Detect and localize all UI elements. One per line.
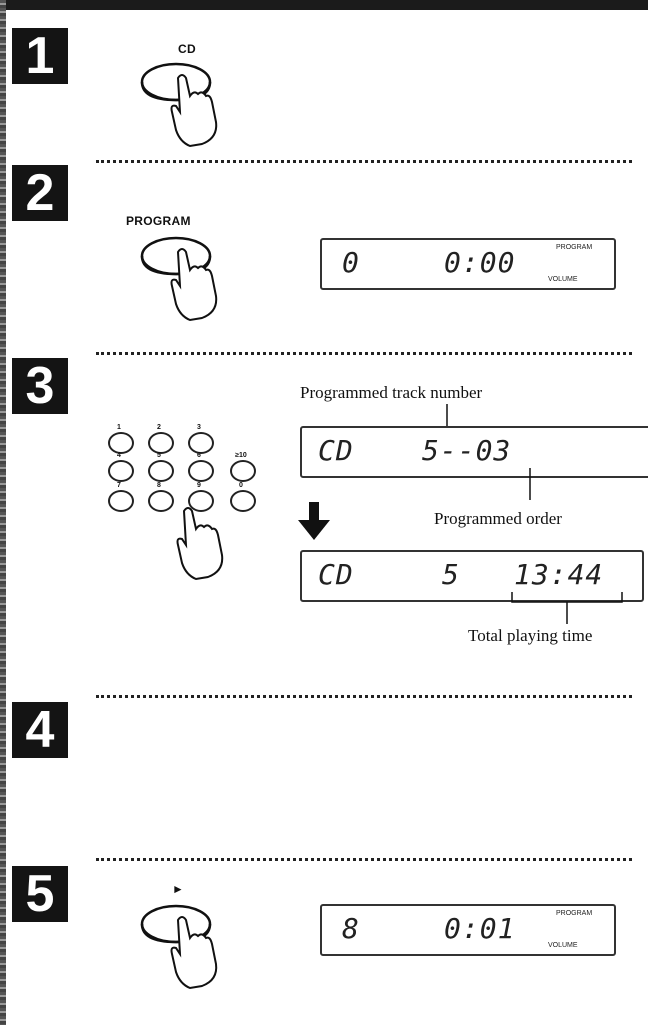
display-source: CD: [318, 434, 354, 467]
key-7[interactable]: [108, 490, 134, 512]
pressing-hand-icon: [170, 916, 218, 990]
key-1[interactable]: [108, 432, 134, 454]
key-label: 2: [157, 424, 161, 431]
step-1-number: 1: [12, 28, 68, 84]
key-label: 3: [197, 424, 201, 431]
key-6[interactable]: [188, 460, 214, 482]
program-button-label: PROGRAM: [126, 214, 191, 228]
play-button[interactable]: [138, 898, 234, 990]
separator: [96, 695, 632, 698]
key-label: 5: [157, 452, 161, 459]
caption-total-playing-time: Total playing time: [468, 626, 593, 645]
key-10-plus[interactable]: [230, 460, 256, 482]
display-program-value: 5--03: [422, 434, 512, 467]
key-3[interactable]: [188, 432, 214, 454]
key-9[interactable]: [188, 490, 214, 512]
volume-indicator: VOLUME: [548, 276, 578, 283]
display-track: 8: [342, 912, 360, 945]
display-track: 5: [442, 558, 460, 591]
display-step5: 8 0:01 PROGRAM VOLUME: [320, 904, 616, 956]
caption-programmed-track-number: Programmed track number: [300, 383, 483, 402]
leader-line: [446, 404, 448, 426]
caption-programmed-order: Programmed order: [434, 509, 562, 528]
step-4-number: 4: [12, 702, 68, 758]
display-time: 0:01: [444, 912, 516, 945]
program-indicator: PROGRAM: [556, 910, 593, 917]
key-label: 7: [117, 482, 121, 489]
display-time: 0:00: [444, 246, 516, 279]
key-8[interactable]: [148, 490, 174, 512]
key-4[interactable]: [108, 460, 134, 482]
display-track: 0: [342, 246, 360, 279]
key-label: 4: [117, 452, 121, 459]
program-button[interactable]: [138, 230, 234, 322]
key-label: 6: [197, 452, 201, 459]
key-label: 9: [197, 482, 201, 489]
down-arrow-icon: [298, 502, 330, 540]
key-label: 0: [239, 482, 243, 489]
display-step2: 0 0:00 PROGRAM VOLUME: [320, 238, 616, 290]
display-step3a: CD 5--03: [300, 426, 648, 478]
step-5-number: 5: [12, 866, 68, 922]
key-5[interactable]: [148, 460, 174, 482]
display-source: CD: [318, 558, 354, 591]
top-rule: [0, 0, 648, 10]
key-label: 8: [157, 482, 161, 489]
separator: [96, 352, 632, 355]
separator: [96, 160, 632, 163]
key-label: 1: [117, 424, 121, 431]
cd-button-label: CD: [178, 42, 196, 56]
pressing-hand-icon: [170, 74, 218, 148]
leader-line: [529, 468, 531, 500]
key-0[interactable]: [230, 490, 256, 512]
key-2[interactable]: [148, 432, 174, 454]
left-edge-rule: [0, 0, 6, 1025]
display-total-time: 13:44: [514, 558, 604, 591]
volume-indicator: VOLUME: [548, 942, 578, 949]
display-step3b: CD 5 13:44: [300, 550, 644, 602]
step-2-number: 2: [12, 165, 68, 221]
cd-button[interactable]: [138, 56, 234, 148]
pressing-hand-icon: [176, 507, 224, 581]
step-3-number: 3: [12, 358, 68, 414]
pressing-hand-icon: [170, 248, 218, 322]
play-button-label: ►: [172, 882, 185, 896]
program-indicator: PROGRAM: [556, 244, 593, 251]
separator: [96, 858, 632, 861]
total-time-bracket: [511, 592, 623, 624]
key-label: ≥10: [235, 452, 247, 459]
